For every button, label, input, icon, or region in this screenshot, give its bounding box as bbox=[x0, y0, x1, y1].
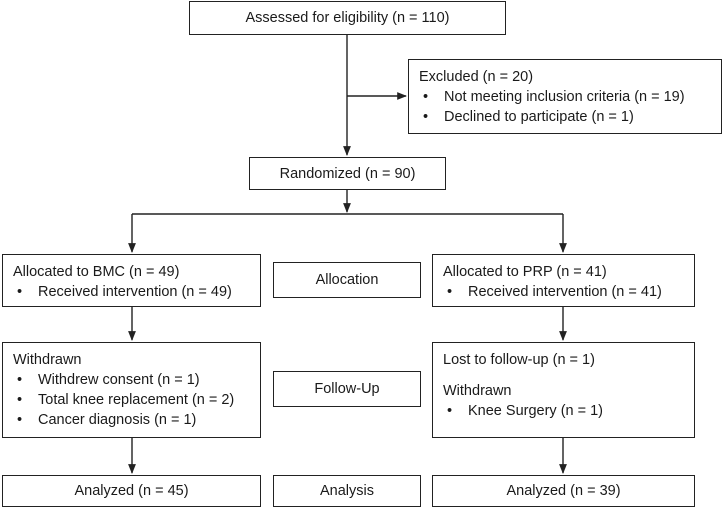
prp-withdrawn-title: Withdrawn bbox=[443, 383, 512, 399]
prp-received-item: Received intervention (n = 41) bbox=[443, 282, 684, 302]
bmc-analyzed-box: Analyzed (n = 45) bbox=[2, 475, 261, 507]
allocation-stage-box: Allocation bbox=[273, 262, 421, 298]
prp-analyzed-box: Analyzed (n = 39) bbox=[432, 475, 695, 507]
bmc-withdrawn-title: Withdrawn bbox=[13, 352, 82, 368]
prp-withdrawn-item: Knee Surgery (n = 1) bbox=[443, 401, 684, 421]
analysis-stage-box: Analysis bbox=[273, 475, 421, 507]
assessed-box: Assessed for eligibility (n = 110) bbox=[189, 1, 506, 35]
bmc-withdrawn-item: Withdrew consent (n = 1) bbox=[13, 370, 250, 390]
bmc-followup-box: Withdrawn Withdrew consent (n = 1) Total… bbox=[2, 342, 261, 438]
allocation-stage-label: Allocation bbox=[315, 272, 379, 288]
prp-lost-label: Lost to follow-up (n = 1) bbox=[443, 352, 595, 368]
followup-stage-box: Follow-Up bbox=[273, 371, 421, 407]
randomized-label: Randomized (n = 90) bbox=[279, 165, 416, 182]
excluded-box: Excluded (n = 20) Not meeting inclusion … bbox=[408, 59, 722, 134]
prp-analyzed-label: Analyzed (n = 39) bbox=[506, 483, 621, 499]
excluded-item: Declined to participate (n = 1) bbox=[419, 107, 711, 127]
bmc-allocation-box: Allocated to BMC (n = 49) Received inter… bbox=[2, 254, 261, 307]
bmc-received-item: Received intervention (n = 49) bbox=[13, 282, 250, 302]
bmc-analyzed-label: Analyzed (n = 45) bbox=[74, 483, 189, 499]
analysis-stage-label: Analysis bbox=[320, 483, 374, 499]
bmc-withdrawn-item: Total knee replacement (n = 2) bbox=[13, 390, 250, 410]
prp-allocated-label: Allocated to PRP (n = 41) bbox=[443, 264, 607, 280]
prp-allocation-box: Allocated to PRP (n = 41) Received inter… bbox=[432, 254, 695, 307]
excluded-item: Not meeting inclusion criteria (n = 19) bbox=[419, 87, 711, 107]
assessed-label: Assessed for eligibility (n = 110) bbox=[245, 10, 450, 26]
randomized-box: Randomized (n = 90) bbox=[249, 157, 446, 190]
prp-followup-box: Lost to follow-up (n = 1) Withdrawn Knee… bbox=[432, 342, 695, 438]
bmc-withdrawn-item: Cancer diagnosis (n = 1) bbox=[13, 410, 250, 430]
bmc-allocated-label: Allocated to BMC (n = 49) bbox=[13, 264, 180, 280]
excluded-title: Excluded (n = 20) bbox=[419, 69, 534, 85]
followup-stage-label: Follow-Up bbox=[314, 381, 380, 397]
